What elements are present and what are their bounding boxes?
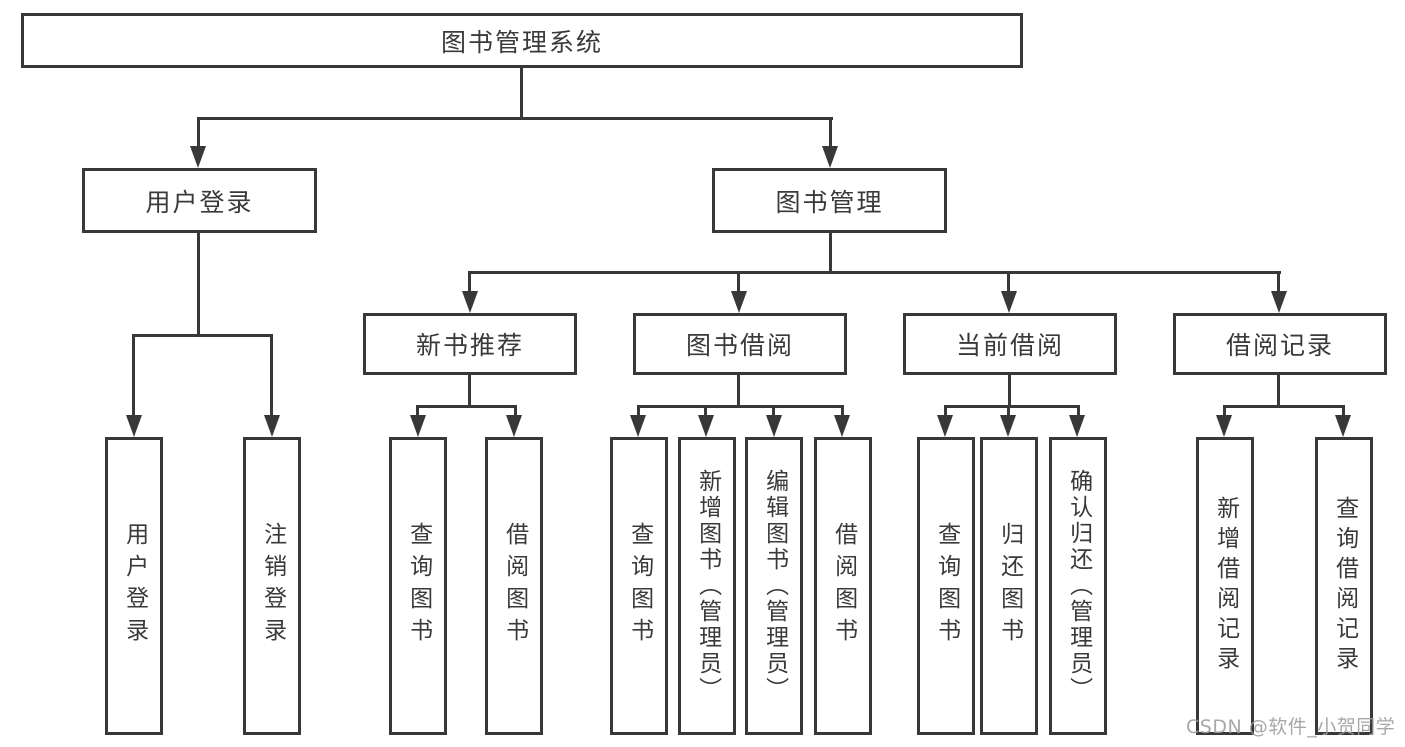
leaf-borrow-borrow-books: 借阅图书	[814, 437, 872, 735]
connector-to-leaf-cur-query	[944, 407, 947, 417]
leaf-records-add-borrow-record: 新增借阅记录	[1196, 437, 1254, 735]
leaf-borrow-add-books-admin: 新增图书（管理员）	[678, 437, 736, 735]
arrowhead-leaf-user-login	[126, 415, 142, 437]
connector-to-leaf-bor-add	[704, 407, 707, 417]
connector-borrow-hline	[637, 405, 844, 408]
connector-current-stem	[1008, 375, 1011, 407]
arrowhead-leaf-rec-borrow	[506, 415, 522, 437]
node-new-book-recommend: 新书推荐	[363, 313, 577, 375]
leaf-current-query-books: 查询图书	[917, 437, 975, 735]
node-book-borrow: 图书借阅	[633, 313, 847, 375]
arrowhead-leaf-logout	[264, 415, 280, 437]
node-book-management: 图书管理	[712, 168, 947, 233]
connector-to-leaf-cur-return	[1007, 407, 1010, 417]
connector-records-stem	[1277, 375, 1280, 407]
arrowhead-book-borrow	[731, 291, 747, 313]
connector-to-user-login-stem	[197, 119, 200, 149]
connector-to-leaf-bor-borrow	[841, 407, 844, 417]
arrowhead-book-management	[822, 146, 838, 168]
node-library-management-system: 图书管理系统	[21, 13, 1023, 68]
leaf-borrow-edit-books-admin: 编辑图书（管理员）	[745, 437, 803, 735]
connector-recommend-stem	[468, 375, 471, 407]
connector-to-recommend-stem	[468, 273, 471, 293]
connector-user-login-stem	[197, 233, 200, 336]
leaf-current-confirm-return-admin: 确认归还（管理员）	[1049, 437, 1107, 735]
arrowhead-leaf-bor-add	[698, 415, 714, 437]
arrowhead-user-login	[190, 146, 206, 168]
arrowhead-leaf-bor-borrow	[834, 415, 850, 437]
leaf-recommend-borrow-books: 借阅图书	[485, 437, 543, 735]
connector-to-leaf-rec-borrow	[514, 407, 517, 417]
arrowhead-leaf-cur-return	[1000, 415, 1016, 437]
connector-borrow-stem	[737, 375, 740, 407]
leaf-current-return-books: 归还图书	[980, 437, 1038, 735]
leaf-records-query-borrow-record: 查询借阅记录	[1315, 437, 1373, 735]
arrowhead-leaf-bor-edit	[766, 415, 782, 437]
arrowhead-leaf-bor-query	[630, 415, 646, 437]
connector-to-leaf-user-login	[132, 336, 135, 416]
arrowhead-leaf-rec-query	[410, 415, 426, 437]
leaf-user-login: 用户登录	[105, 437, 163, 735]
arrowhead-leaf-cur-query	[937, 415, 953, 437]
arrowhead-current-borrow	[1001, 291, 1017, 313]
connector-level2-hline	[197, 117, 833, 120]
connector-user-login-hline	[132, 334, 273, 337]
connector-book-management-stem	[829, 233, 832, 274]
connector-to-current-stem	[1007, 273, 1010, 293]
connector-to-leaf-bor-edit	[772, 407, 775, 417]
leaf-borrow-query-books: 查询图书	[610, 437, 668, 735]
csdn-watermark: CSDN @软件_小贺同学	[1186, 716, 1396, 738]
arrowhead-leaf-rec2-add	[1216, 415, 1232, 437]
node-borrow-records: 借阅记录	[1173, 313, 1387, 375]
connector-to-leaf-logout	[270, 336, 273, 416]
connector-to-leaf-rec-query	[416, 407, 419, 417]
connector-current-hline	[944, 405, 1080, 408]
arrowhead-leaf-rec2-query	[1335, 415, 1351, 437]
arrowhead-borrow-records	[1271, 291, 1287, 313]
connector-records-hline	[1223, 405, 1345, 408]
connector-to-book-management-stem	[829, 119, 832, 149]
connector-level3-hline	[468, 271, 1281, 274]
connector-to-records-stem	[1277, 273, 1280, 293]
connector-to-borrow-stem	[737, 273, 740, 293]
connector-to-leaf-rec2-add	[1223, 407, 1226, 417]
node-current-borrow: 当前借阅	[903, 313, 1117, 375]
arrowhead-new-book-recommend	[462, 291, 478, 313]
connector-to-leaf-bor-query	[637, 407, 640, 417]
leaf-recommend-query-books: 查询图书	[389, 437, 447, 735]
connector-to-leaf-rec2-query	[1342, 407, 1345, 417]
leaf-logout-login: 注销登录	[243, 437, 301, 735]
arrowhead-leaf-cur-confirm	[1069, 415, 1085, 437]
connector-to-leaf-cur-confirm	[1077, 407, 1080, 417]
node-user-login-module: 用户登录	[82, 168, 317, 233]
connector-recommend-hline	[416, 405, 517, 408]
connector-root-stem	[520, 68, 523, 120]
